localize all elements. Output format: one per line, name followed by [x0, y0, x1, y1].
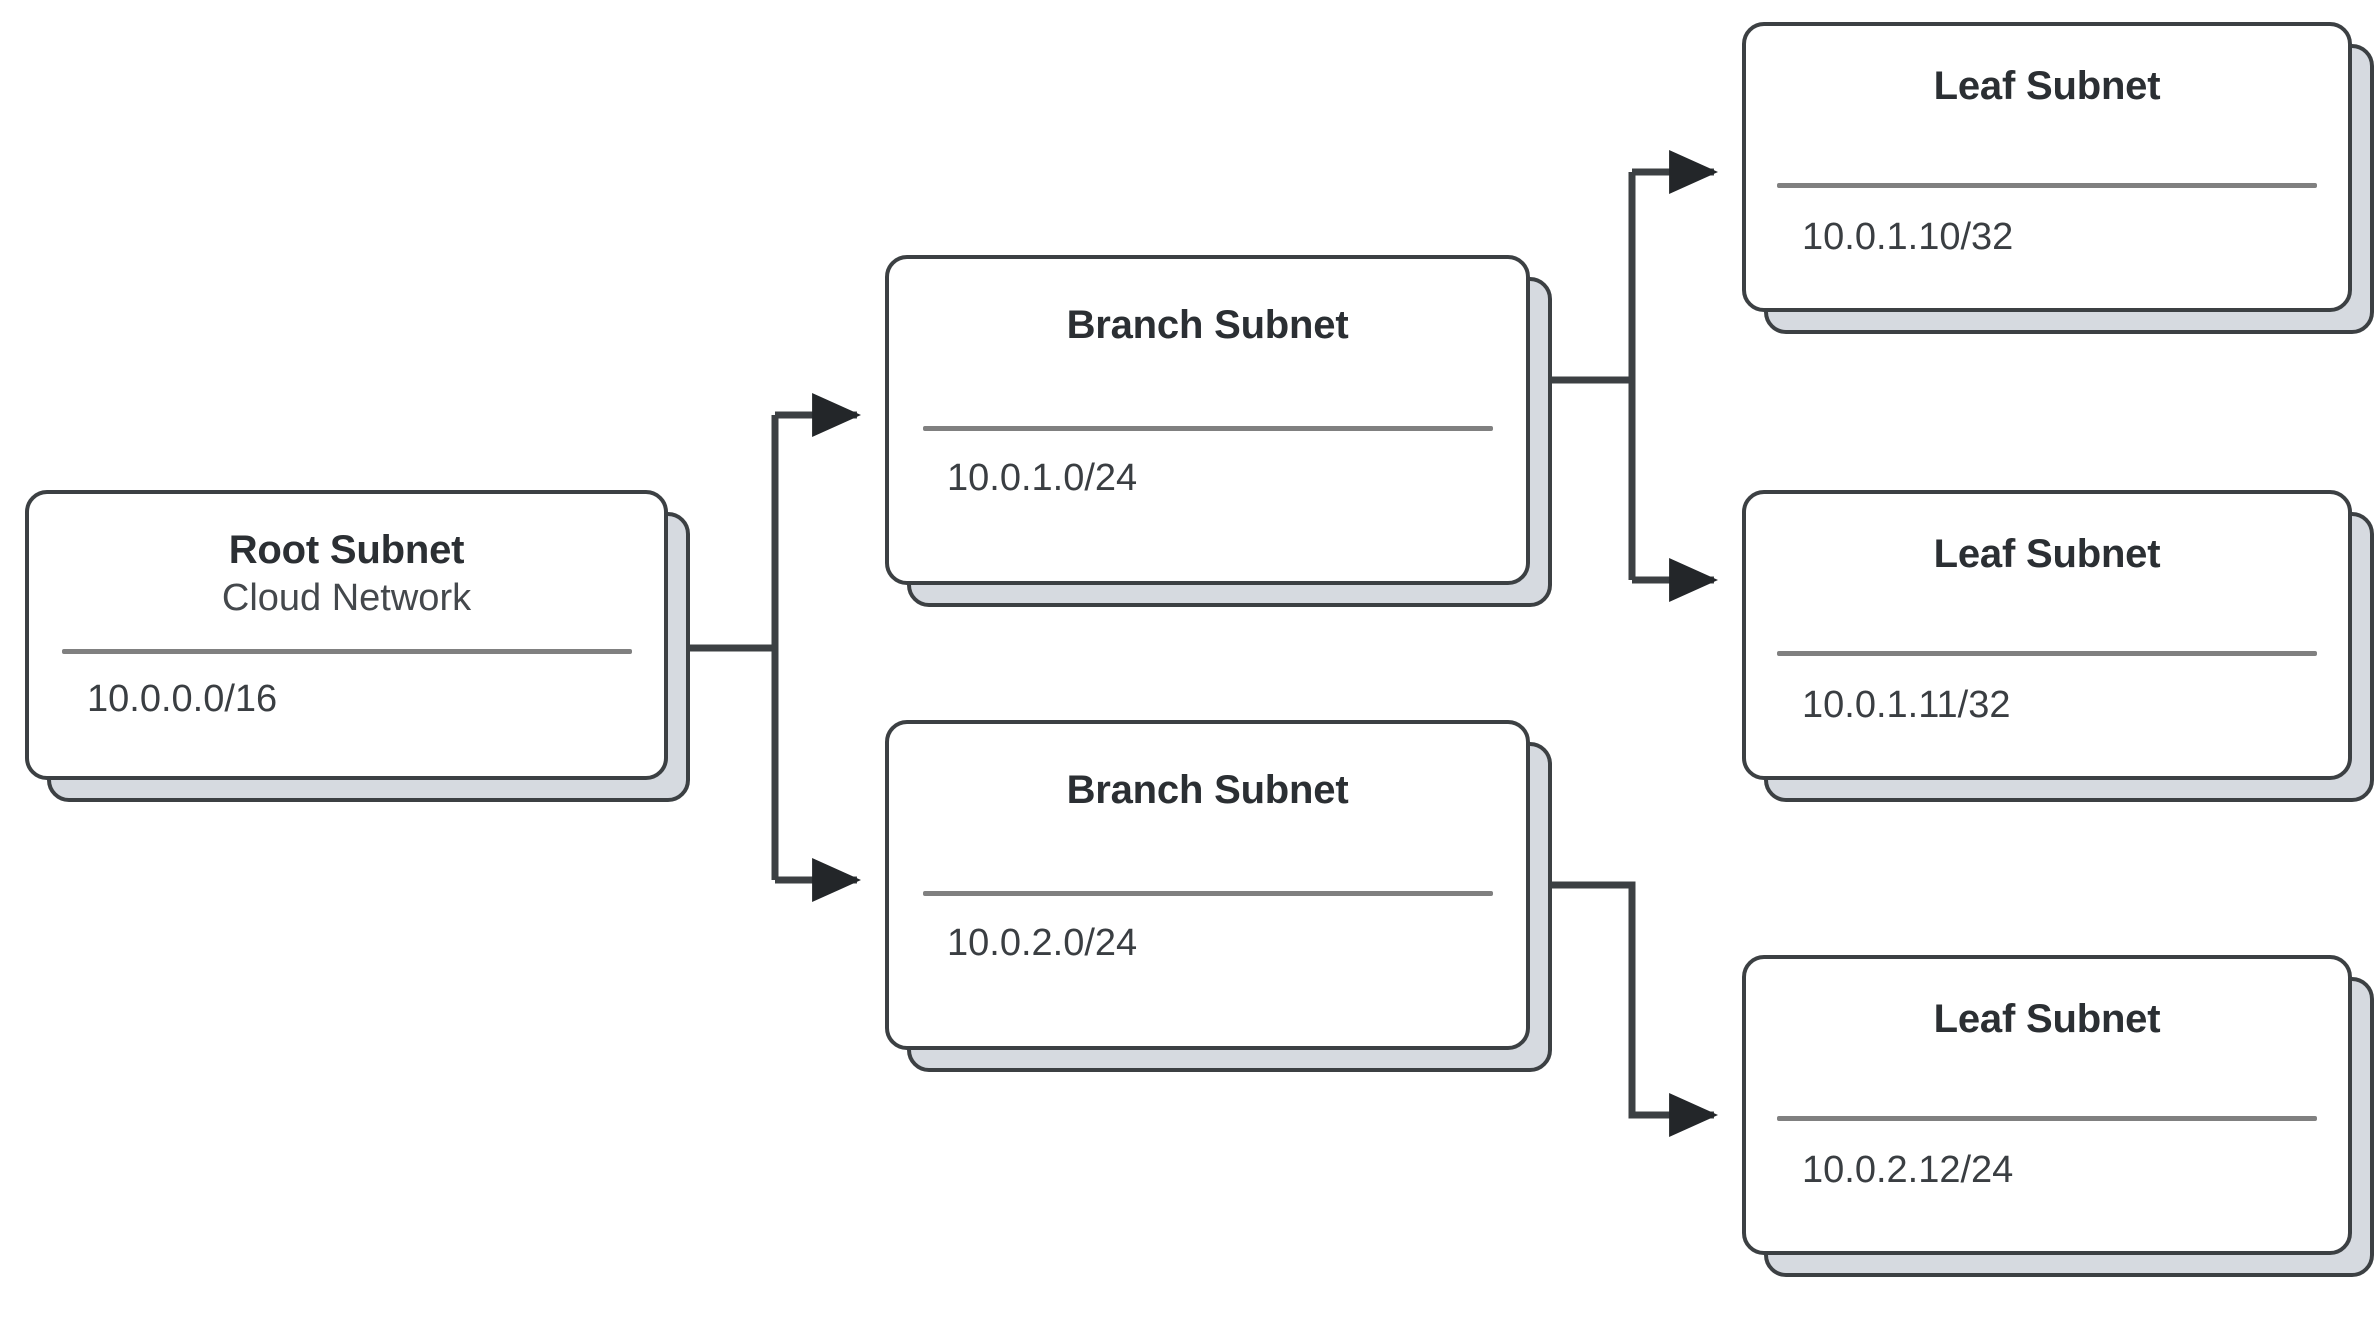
- node-subtitle: Cloud Network: [221, 576, 472, 619]
- card-face: Leaf Subnet 10.0.1.11/32: [1742, 490, 2352, 780]
- node-root-subnet[interactable]: Root Subnet Cloud Network 10.0.0.0/16: [25, 490, 690, 802]
- node-title: Leaf Subnet: [1933, 532, 2161, 576]
- node-leaf-subnet-3[interactable]: Leaf Subnet 10.0.2.12/24: [1742, 955, 2374, 1277]
- node-address: 10.0.1.11/32: [1802, 683, 2011, 726]
- node-leaf-subnet-1[interactable]: Leaf Subnet 10.0.1.10/32: [1742, 22, 2374, 334]
- arrow-branch2-to-leaf-3: [1530, 881, 1719, 1138]
- node-address: 10.0.2.12/24: [1802, 1148, 2014, 1191]
- node-branch-subnet-1[interactable]: Branch Subnet 10.0.1.0/24: [885, 255, 1552, 607]
- node-leaf-subnet-2[interactable]: Leaf Subnet 10.0.1.11/32: [1742, 490, 2374, 802]
- node-address: 10.0.1.10/32: [1802, 215, 2014, 258]
- card-face: Root Subnet Cloud Network 10.0.0.0/16: [25, 490, 668, 780]
- node-title: Branch Subnet: [1066, 303, 1349, 347]
- card-divider: [61, 649, 632, 655]
- card-divider: [1777, 650, 2317, 656]
- card-face: Leaf Subnet 10.0.2.12/24: [1742, 955, 2352, 1255]
- card-face: Leaf Subnet 10.0.1.10/32: [1742, 22, 2352, 312]
- card-divider: [1777, 182, 2317, 188]
- edge-branch2-to-leaf3: [1530, 881, 1719, 1138]
- node-branch-subnet-2[interactable]: Branch Subnet 10.0.2.0/24: [885, 720, 1552, 1072]
- node-title: Leaf Subnet: [1933, 64, 2161, 108]
- card-face: Branch Subnet 10.0.2.0/24: [885, 720, 1530, 1050]
- card-face: Branch Subnet 10.0.1.0/24: [885, 255, 1530, 585]
- edge-branch1-to-leaves: [1530, 149, 1719, 603]
- node-address: 10.0.2.0/24: [947, 921, 1138, 964]
- node-address: 10.0.1.0/24: [947, 456, 1138, 499]
- card-divider: [1777, 1115, 2317, 1121]
- node-title: Leaf Subnet: [1933, 997, 2161, 1041]
- node-title: Root Subnet: [228, 528, 465, 572]
- card-divider: [922, 425, 1493, 431]
- edge-root-to-branches: [668, 392, 862, 903]
- node-title: Branch Subnet: [1066, 768, 1349, 812]
- card-divider: [922, 890, 1493, 896]
- node-address: 10.0.0.0/16: [87, 678, 278, 721]
